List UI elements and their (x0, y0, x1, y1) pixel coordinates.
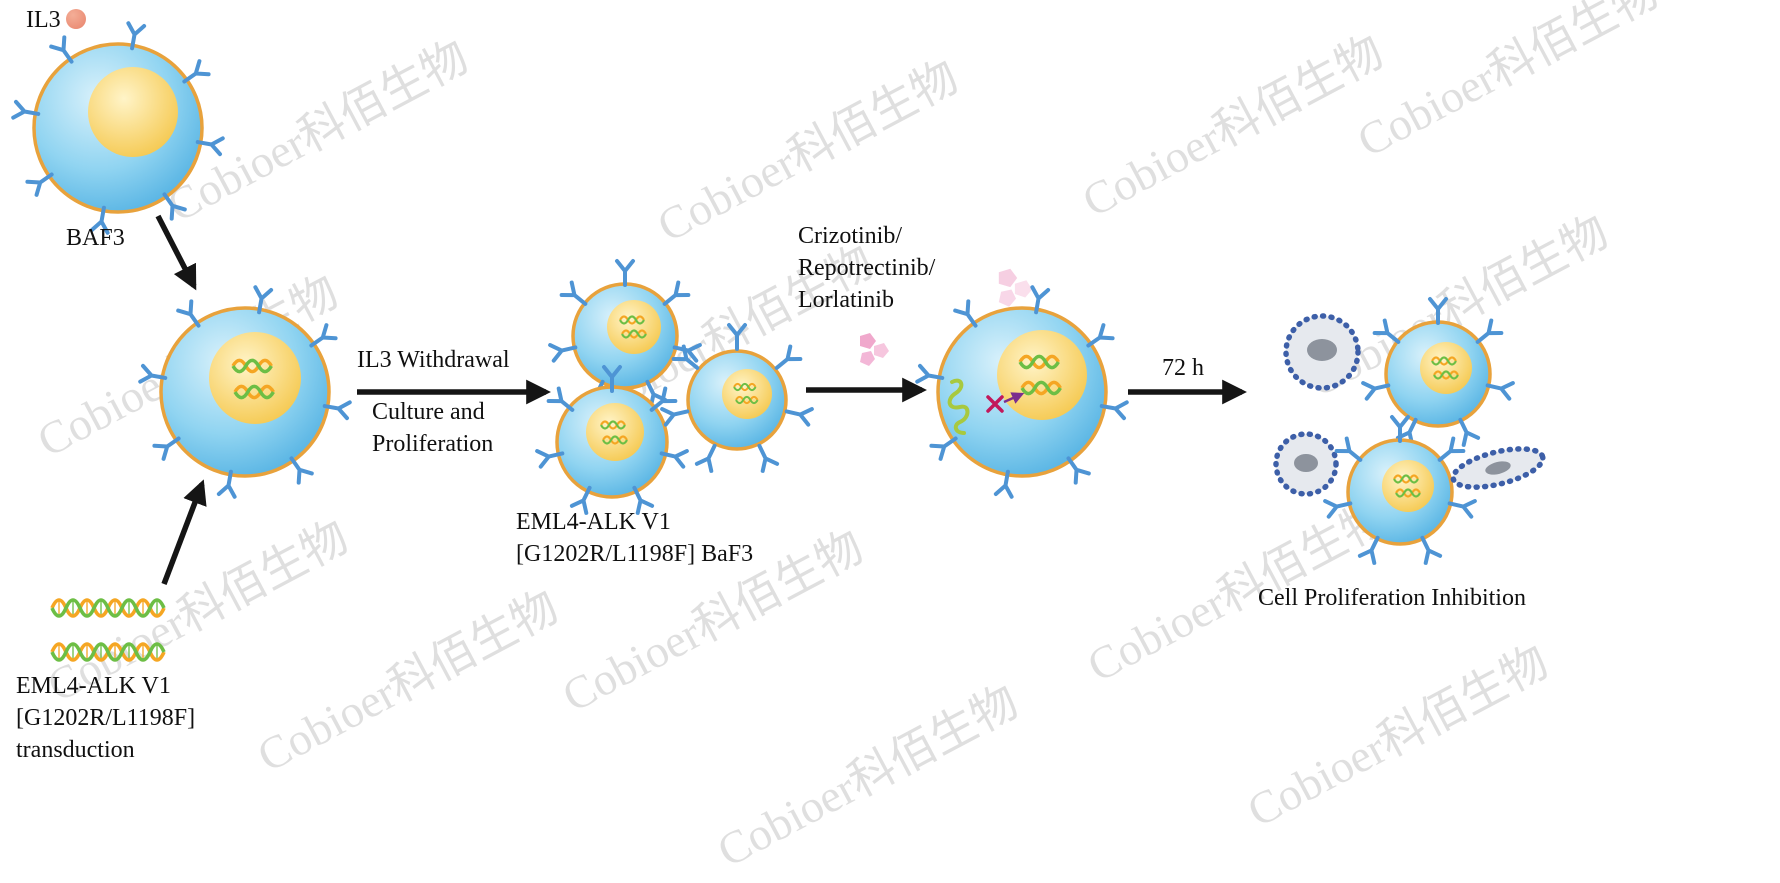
il3-label: IL3 (26, 7, 61, 33)
culture-label: Culture and Proliferation (372, 396, 493, 460)
proliferating-cell-2 (537, 367, 687, 513)
arrow-transduction (161, 479, 207, 585)
transduction-label: EML4-ALK V1 [G1202R/L1198F] transduction (16, 670, 195, 766)
transduction-label-line1: EML4-ALK V1 (16, 673, 171, 699)
cluster-label-line2: [G1202R/L1198F] BaF3 (516, 541, 754, 568)
il3-molecule-icon (66, 9, 86, 29)
dna-helix-1 (50, 597, 166, 619)
arrow-baf3-to-transduced (155, 214, 197, 291)
proliferating-cell-1 (550, 261, 700, 407)
drugs-label: Crizotinib/ Repotrectinib/ Lorlatinib (798, 220, 935, 316)
drugs-label-line1: Crizotinib/ (798, 223, 902, 249)
dna-helix-2 (50, 641, 166, 663)
drug-molecules-2 (998, 268, 1033, 307)
drugs-label-line2: Repotrectinib/ (798, 255, 936, 282)
culture-label-line2: Proliferation (372, 431, 494, 458)
apoptotic-cell-2 (1273, 431, 1339, 497)
surviving-cell-1 (1363, 299, 1513, 445)
baf3-label: BAF3 (66, 225, 125, 251)
duration-label: 72 h (1162, 355, 1204, 381)
culture-label-line1: Culture and (372, 399, 485, 425)
transduction-label-line2: [G1202R/L1198F] (16, 705, 196, 732)
apoptotic-cell-3 (1450, 446, 1546, 490)
drug-molecules-1 (860, 333, 889, 366)
drugs-label-line3: Lorlatinib (798, 287, 894, 314)
transduction-label-line3: transduction (16, 737, 135, 764)
il3-withdrawal-label: IL3 Withdrawal (357, 347, 510, 373)
apoptotic-cell-1 (1283, 313, 1361, 391)
treated-cell (917, 287, 1127, 497)
cluster-label-line1: EML4-ALK V1 (516, 509, 671, 535)
cluster-label: EML4-ALK V1 [G1202R/L1198F] BaF3 (516, 506, 753, 570)
result-label: Cell Proliferation Inhibition (1258, 585, 1526, 611)
inhibited-kinase-icon (947, 378, 1025, 435)
surviving-cell-2 (1325, 417, 1475, 563)
proliferating-cell-3 (662, 325, 812, 471)
transduced-cell (140, 287, 350, 497)
baf3-cell (13, 23, 223, 233)
